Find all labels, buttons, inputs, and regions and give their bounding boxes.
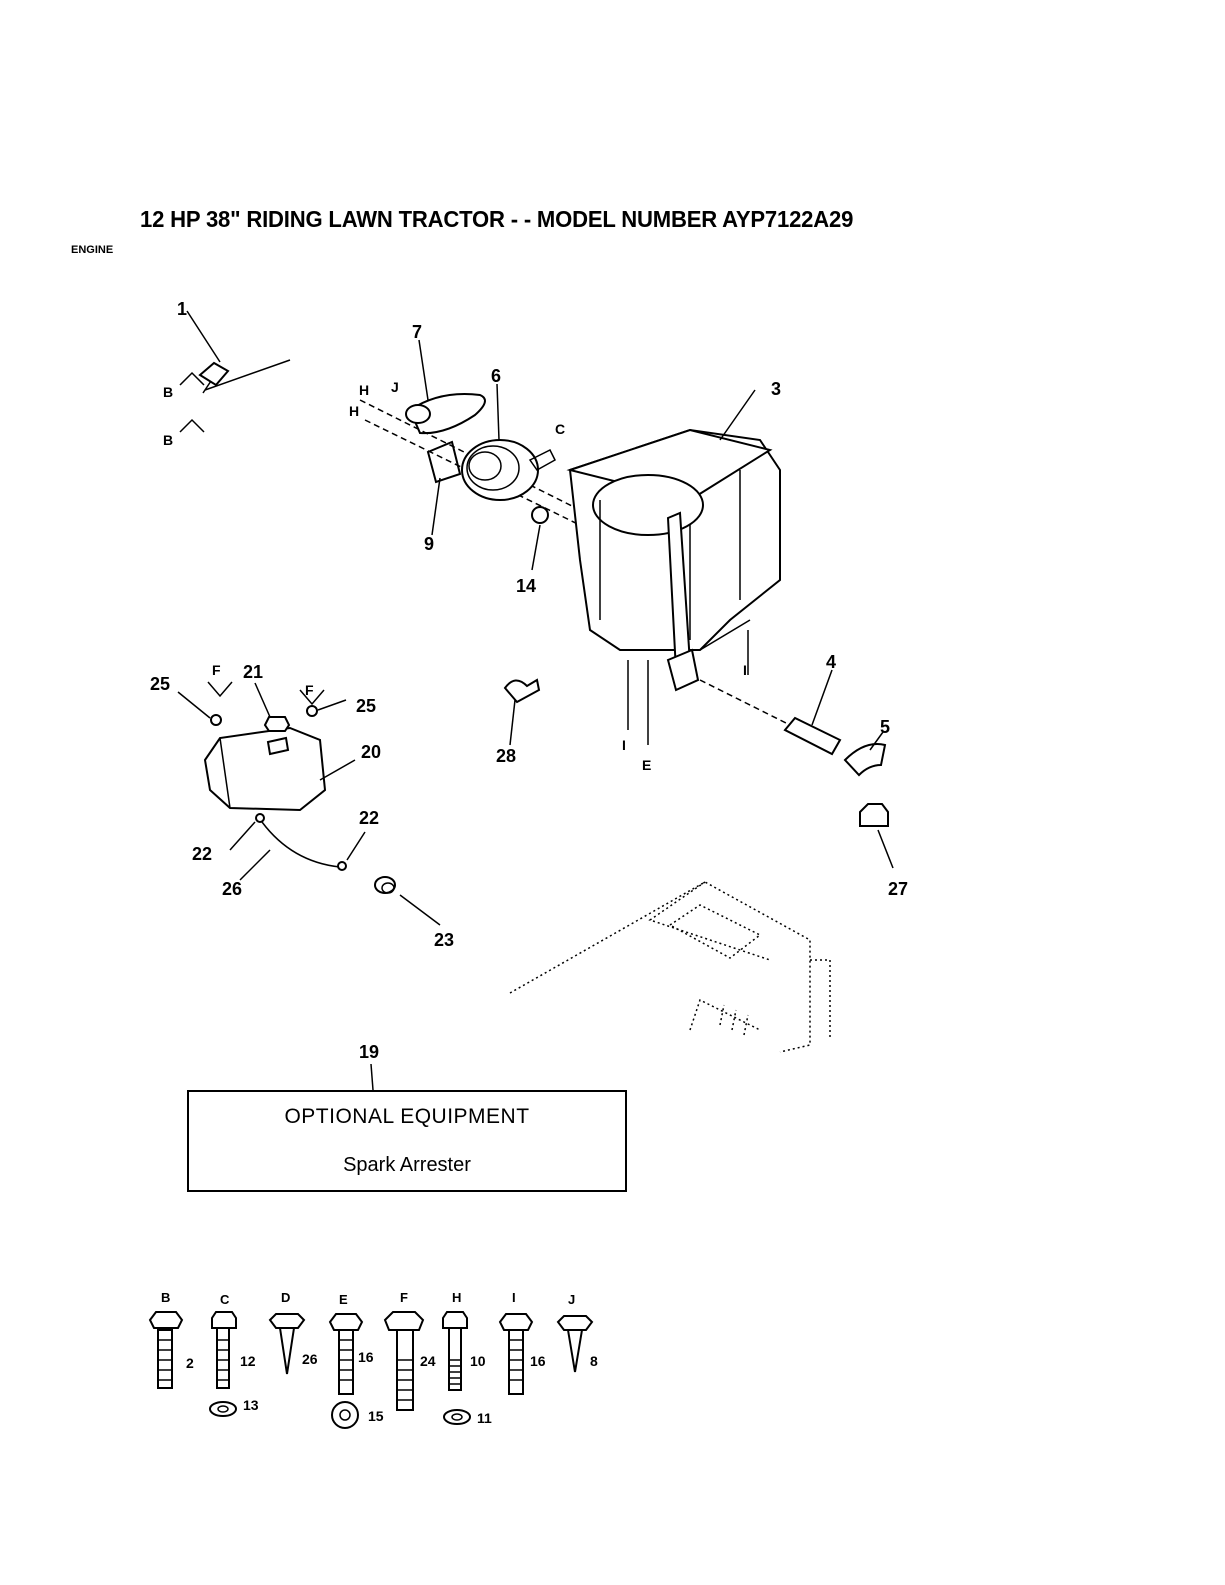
svg-text:13: 13 xyxy=(243,1397,259,1413)
callout-1: 1 xyxy=(177,299,187,319)
svg-text:F: F xyxy=(400,1290,408,1305)
callout-28: 28 xyxy=(496,746,516,766)
fastener-legend: B 2 C 12 13 D 26 xyxy=(150,1290,598,1428)
callout-labels: 1 7 6 3 9 14 4 5 25 21 25 20 28 22 22 26… xyxy=(150,299,908,1062)
callout-19: 19 xyxy=(359,1042,379,1062)
part-21-fuel-cap xyxy=(255,683,289,731)
svg-text:H: H xyxy=(452,1290,461,1305)
fastener-E: E 16 15 xyxy=(330,1292,384,1428)
fastener-H: H 10 11 xyxy=(443,1290,492,1426)
svg-text:C: C xyxy=(220,1292,230,1307)
ref-B-2: B xyxy=(163,432,173,448)
callout-21: 21 xyxy=(243,662,263,682)
part-28-clamp xyxy=(505,680,539,745)
optional-equipment-heading: OPTIONAL EQUIPMENT xyxy=(189,1105,625,1129)
ref-C: C xyxy=(555,421,565,437)
part-20-fuel-tank xyxy=(205,728,355,810)
svg-text:E: E xyxy=(339,1292,348,1307)
ref-B-1: B xyxy=(163,384,173,400)
ref-E: E xyxy=(642,757,651,773)
optional-equipment-item: Spark Arrester xyxy=(189,1154,625,1177)
svg-text:2: 2 xyxy=(186,1355,194,1371)
svg-text:12: 12 xyxy=(240,1353,256,1369)
callout-9: 9 xyxy=(424,534,434,554)
optional-equipment-box: OPTIONAL EQUIPMENT Spark Arrester xyxy=(187,1090,627,1192)
callout-14: 14 xyxy=(516,576,536,596)
callout-25a: 25 xyxy=(150,674,170,694)
fastener-J: J 8 xyxy=(558,1292,598,1372)
callout-3: 3 xyxy=(771,379,781,399)
fastener-B: B 2 xyxy=(150,1290,194,1388)
fastener-F: F 24 xyxy=(385,1290,436,1410)
part-26-fuel-line xyxy=(230,814,365,880)
svg-text:15: 15 xyxy=(368,1408,384,1424)
fastener-C: C 12 13 xyxy=(210,1292,259,1416)
ref-I-2: I xyxy=(743,662,747,678)
svg-text:8: 8 xyxy=(590,1353,598,1369)
ref-I-1: I xyxy=(622,737,626,753)
svg-text:11: 11 xyxy=(477,1410,492,1426)
ref-J: J xyxy=(391,379,399,395)
ref-H-1: H xyxy=(359,382,369,398)
callout-7: 7 xyxy=(412,322,422,342)
callout-22b: 22 xyxy=(359,808,379,828)
svg-text:16: 16 xyxy=(358,1349,374,1365)
part-27-cap xyxy=(860,804,893,868)
svg-text:10: 10 xyxy=(470,1353,486,1369)
fastener-D: D 26 xyxy=(270,1290,318,1374)
svg-text:26: 26 xyxy=(302,1351,318,1367)
ref-H-2: H xyxy=(349,403,359,419)
callout-27: 27 xyxy=(888,879,908,899)
ref-F-2: F xyxy=(305,682,314,698)
part-23-spring xyxy=(375,877,440,925)
part-1-cable-clamp xyxy=(180,311,290,432)
callout-25b: 25 xyxy=(356,696,376,716)
callout-20: 20 xyxy=(361,742,381,762)
part-14-spacer xyxy=(532,507,548,570)
part-4-exhaust-pipe xyxy=(700,670,840,754)
callout-22a: 22 xyxy=(192,844,212,864)
callout-26: 26 xyxy=(222,879,242,899)
svg-text:I: I xyxy=(512,1290,516,1305)
fastener-I: I 16 xyxy=(500,1290,546,1394)
ref-F-1: F xyxy=(212,662,221,678)
callout-23: 23 xyxy=(434,930,454,950)
callout-4: 4 xyxy=(826,652,836,672)
part-7-strap xyxy=(406,340,485,433)
callout-5: 5 xyxy=(880,717,890,737)
svg-text:B: B xyxy=(161,1290,170,1305)
chassis-outline xyxy=(510,882,830,1052)
part-5-elbow xyxy=(845,732,885,775)
part-9-filter xyxy=(428,442,460,535)
svg-text:16: 16 xyxy=(530,1353,546,1369)
callout-6: 6 xyxy=(491,366,501,386)
svg-text:D: D xyxy=(281,1290,290,1305)
svg-text:J: J xyxy=(568,1292,575,1307)
svg-text:24: 24 xyxy=(420,1353,436,1369)
